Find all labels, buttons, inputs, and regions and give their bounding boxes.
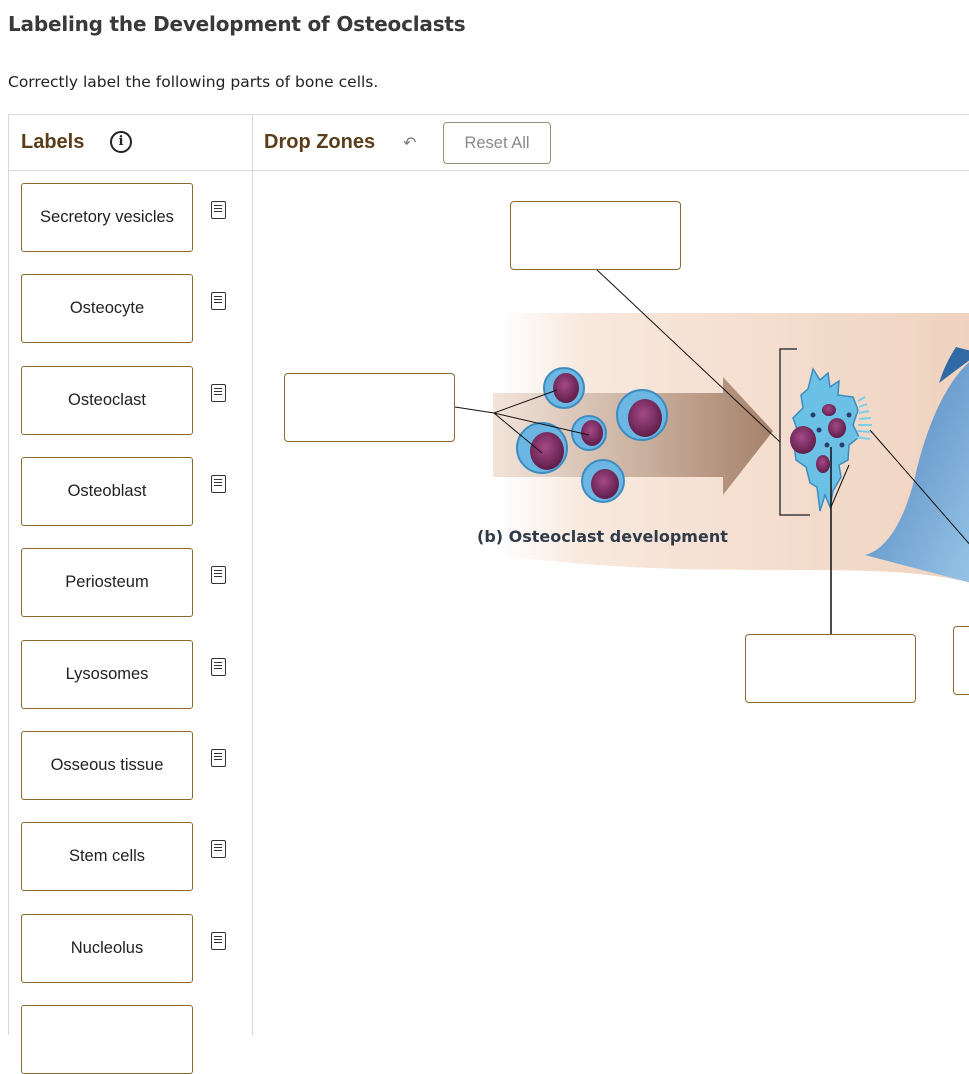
note-icon[interactable] (211, 840, 226, 858)
page-title: Labeling the Development of Osteoclasts (8, 12, 466, 36)
note-icon[interactable] (211, 384, 226, 402)
label-row-9: Nucleolus (21, 914, 251, 983)
figure-caption: (b) Osteoclast development (477, 527, 728, 546)
stem-cell-1 (543, 367, 585, 409)
osteoclast-cell (790, 367, 873, 512)
note-icon[interactable] (211, 749, 226, 767)
stem-cell-4 (616, 389, 668, 441)
labels-panel: Labels i Secretory vesicles Osteocyte Os… (9, 115, 253, 1074)
drop-zone-bottom[interactable] (745, 634, 916, 703)
label-osteocyte[interactable]: Osteocyte (21, 274, 193, 343)
bone-surface (865, 362, 969, 583)
stem-cell-2 (516, 422, 568, 474)
drop-zones-panel: Drop Zones ↶ Reset All (253, 115, 969, 1035)
instructions: Correctly label the following parts of b… (8, 73, 379, 91)
label-osteoclast[interactable]: Osteoclast (21, 366, 193, 435)
label-stem-cells[interactable]: Stem cells (21, 822, 193, 891)
leader-line-right (869, 429, 969, 545)
label-periosteum[interactable]: Periosteum (21, 548, 193, 617)
label-row-2: Osteocyte (21, 274, 251, 343)
note-icon[interactable] (211, 658, 226, 676)
leader-line-left-a (454, 406, 495, 414)
leader-line-top (595, 268, 781, 443)
bone-surface-edge (939, 347, 969, 383)
note-icon[interactable] (211, 475, 226, 493)
leader-line-bottom-branch (830, 464, 850, 508)
leader-line-left-d (493, 412, 590, 436)
leader-line-left-c (493, 412, 543, 454)
label-secretory-vesicles[interactable]: Secretory vesicles (21, 183, 193, 252)
label-lysosomes[interactable]: Lysosomes (21, 640, 193, 709)
label-row-1: Secretory vesicles (21, 183, 251, 252)
stem-cell-5 (581, 459, 625, 503)
note-icon[interactable] (211, 292, 226, 310)
label-nucleolus[interactable]: Nucleolus (21, 914, 193, 983)
reset-all-button[interactable]: Reset All (443, 122, 551, 164)
osteoclast-development-figure (454, 268, 969, 635)
note-icon[interactable] (211, 201, 226, 219)
label-row-3: Osteoclast (21, 366, 251, 435)
drop-zone-top[interactable] (510, 201, 681, 270)
info-icon[interactable]: i (110, 131, 132, 153)
drop-zones-title: Drop Zones (264, 131, 376, 153)
label-row-4: Osteoblast (21, 457, 251, 526)
label-osseous-tissue[interactable]: Osseous tissue (21, 731, 193, 800)
label-osteoblast[interactable]: Osteoblast (21, 457, 193, 526)
label-card-partial[interactable] (21, 1005, 193, 1074)
drop-zone-left[interactable] (284, 373, 455, 442)
label-row-6: Lysosomes (21, 640, 251, 709)
undo-icon[interactable]: ↶ (403, 135, 417, 152)
labels-header: Labels i (9, 115, 252, 171)
label-row-partial (21, 1005, 251, 1074)
label-row-5: Periosteum (21, 548, 251, 617)
drop-zones-header: Drop Zones ↶ Reset All (253, 115, 969, 171)
label-row-8: Stem cells (21, 822, 251, 891)
stem-cell-3 (571, 415, 607, 451)
osteoclast-bracket (779, 348, 810, 516)
drop-zone-right-partial[interactable] (953, 626, 969, 695)
labels-title: Labels (21, 131, 85, 153)
note-icon[interactable] (211, 566, 226, 584)
labeling-workspace: Labels i Secretory vesicles Osteocyte Os… (8, 114, 969, 1074)
note-icon[interactable] (211, 932, 226, 950)
label-row-7: Osseous tissue (21, 731, 251, 800)
leader-line-left-b (493, 389, 558, 414)
